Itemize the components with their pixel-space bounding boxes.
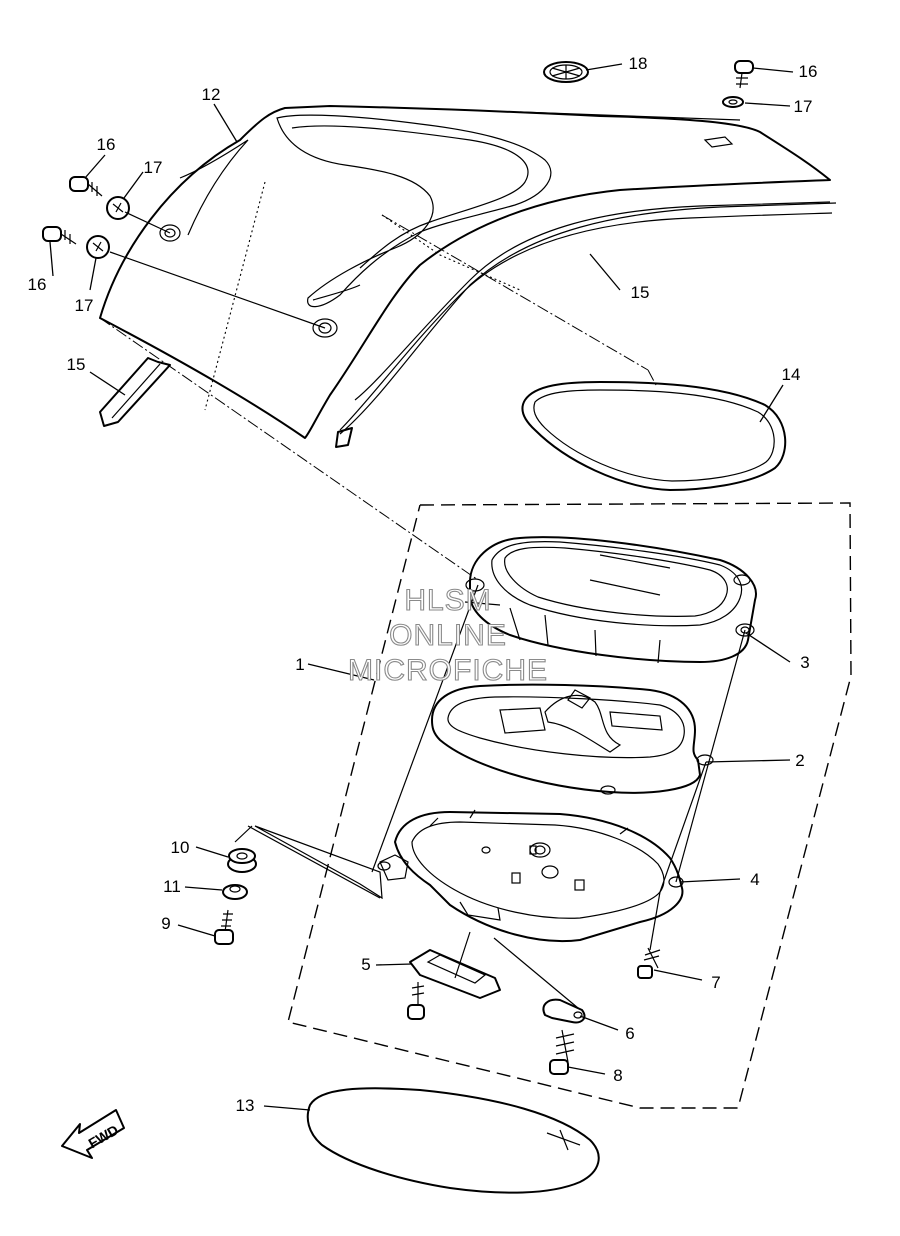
part-number-17-right: 17 bbox=[794, 97, 813, 116]
watermark-line-3: MICROFICHE bbox=[348, 654, 548, 687]
part-number-6: 6 bbox=[625, 1024, 634, 1043]
part-number-9: 9 bbox=[161, 914, 170, 933]
washer-17 bbox=[722, 96, 744, 108]
bolt-9 bbox=[214, 909, 234, 945]
meter-unit bbox=[431, 683, 714, 795]
part-number-3: 3 bbox=[800, 653, 809, 672]
meter-cover bbox=[99, 105, 833, 448]
part-number-7: 7 bbox=[711, 973, 720, 992]
part-number-10: 10 bbox=[171, 838, 190, 857]
part-numbers: 1 2 3 4 5 6 7 8 9 10 11 12 13 14 15 15 1… bbox=[28, 54, 818, 1115]
grommet-hole bbox=[703, 136, 734, 148]
assembly-boundary bbox=[287, 502, 852, 1109]
part-number-11: 11 bbox=[163, 877, 181, 896]
bracket bbox=[409, 949, 501, 999]
grommet-hole bbox=[312, 318, 338, 338]
leader-lines bbox=[49, 63, 794, 1111]
bolt-16 bbox=[69, 176, 103, 197]
washer-17 bbox=[106, 196, 130, 220]
part-number-17-lower-left: 17 bbox=[75, 296, 94, 315]
part-number-17-upper-left: 17 bbox=[144, 158, 163, 177]
watermark-line-2: ONLINE bbox=[389, 619, 507, 652]
washer-17 bbox=[86, 235, 110, 259]
collar-11 bbox=[222, 884, 248, 900]
trim-strip-left bbox=[99, 357, 171, 427]
grommet-hole bbox=[159, 224, 181, 242]
screw-7 bbox=[637, 947, 661, 979]
part-number-1: 1 bbox=[295, 655, 304, 674]
part-number-15-left: 15 bbox=[67, 355, 86, 374]
meter-case bbox=[377, 809, 684, 943]
bolt-16 bbox=[734, 60, 754, 89]
watermark: HLSM ONLINE MICROFICHE bbox=[347, 583, 548, 687]
trim-strip-right bbox=[339, 202, 837, 435]
bolt-16 bbox=[42, 226, 77, 245]
part-number-8: 8 bbox=[613, 1066, 622, 1085]
fwd-arrow: FWD bbox=[61, 1109, 125, 1159]
watermark-line-1: HLSM bbox=[404, 584, 491, 617]
part-number-15-right: 15 bbox=[631, 283, 650, 302]
part-number-12: 12 bbox=[202, 85, 221, 104]
part-number-14: 14 bbox=[782, 365, 801, 384]
lens-gasket bbox=[521, 381, 787, 491]
part-number-4: 4 bbox=[750, 870, 759, 889]
meter-lens-assy bbox=[465, 536, 757, 664]
part-number-13: 13 bbox=[236, 1096, 255, 1115]
part-number-2: 2 bbox=[795, 751, 804, 770]
screw-8 bbox=[549, 1029, 575, 1075]
guide-lines bbox=[99, 111, 746, 1009]
cap-18 bbox=[543, 61, 589, 83]
screw bbox=[407, 982, 425, 1020]
clip bbox=[542, 998, 586, 1024]
part-number-5: 5 bbox=[361, 955, 370, 974]
part-number-16-right: 16 bbox=[799, 62, 818, 81]
part-number-18: 18 bbox=[629, 54, 648, 73]
grommet-10 bbox=[227, 848, 257, 873]
cover-13 bbox=[306, 1087, 600, 1194]
part-number-16-lower-left: 16 bbox=[28, 275, 47, 294]
part-number-16-upper-left: 16 bbox=[97, 135, 116, 154]
